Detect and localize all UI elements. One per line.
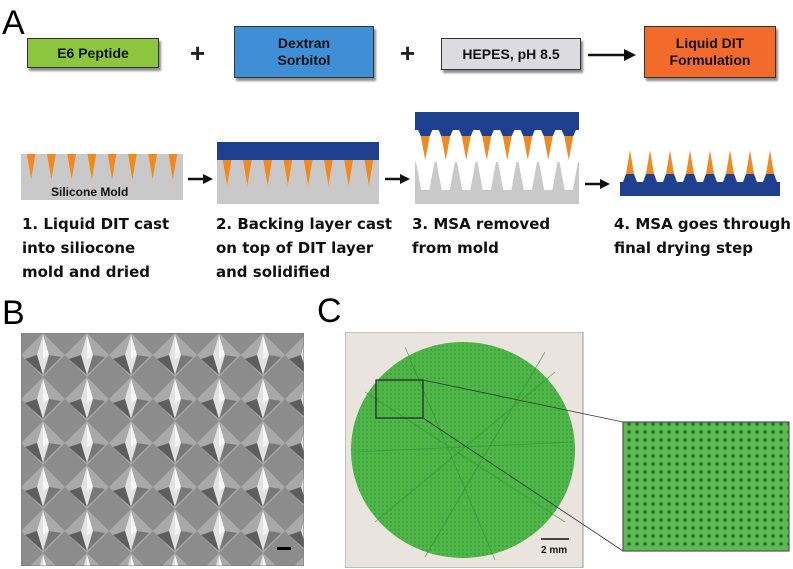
scale-bar: [277, 547, 291, 550]
dit-needle: [564, 136, 574, 160]
dit-needle: [420, 136, 430, 160]
dit-needle: [706, 150, 714, 174]
backing-pedestal: [418, 130, 433, 136]
dit-needle: [766, 150, 774, 174]
dit-needle: [626, 150, 634, 174]
arrow-icon: [385, 174, 410, 184]
silicone-mold: [21, 154, 183, 200]
dit-needle: [127, 154, 137, 180]
backing-layer: [620, 174, 780, 196]
step1-mold-illustration: Silicone Mold: [21, 154, 183, 200]
dit-needle: [46, 154, 56, 180]
arrow-icon: [588, 49, 636, 61]
plus-sign: +: [400, 38, 416, 68]
panel-label-a: A: [2, 4, 25, 42]
panel-label-c: C: [317, 292, 342, 330]
silicone-mold: [21, 154, 183, 200]
dit-needle: [461, 136, 471, 160]
silicone-mold: [217, 160, 379, 204]
arrow-icon: [188, 174, 213, 184]
dit-needle: [746, 150, 754, 174]
dit-needle: [67, 154, 77, 180]
liquid-dit-formulation-box: Liquid DIT Formulation: [644, 26, 776, 78]
dit-needle: [482, 136, 492, 160]
dit-needle: [87, 154, 97, 180]
dit-needle: [148, 154, 158, 180]
backing-pedestal: [438, 130, 453, 136]
dit-needle: [726, 150, 734, 174]
mold-label: Silicone Mold: [51, 185, 128, 199]
dit-needle: [441, 136, 451, 160]
dit-needle: [263, 160, 273, 186]
dit-needle: [344, 160, 354, 186]
step4-final-msa-illustration: [620, 150, 780, 196]
dit-needle: [323, 160, 333, 186]
dit-needle: [502, 136, 512, 160]
dit-needle: [26, 154, 36, 180]
stained-msa-photo: 2 mm: [345, 332, 790, 568]
dit-needle: [543, 136, 553, 160]
backing-pedestal: [561, 130, 576, 136]
dit-needle: [646, 150, 654, 174]
step3-caption: 3. MSA removed from mold: [412, 215, 551, 257]
dit-needle: [222, 160, 232, 186]
panel-label-b: B: [2, 294, 25, 332]
backing-pedestal: [541, 130, 556, 136]
sem-microneedle-image: [21, 333, 304, 566]
plus-sign: +: [190, 38, 206, 68]
zoom-region-box: [375, 379, 424, 419]
backing-layer: [217, 142, 379, 160]
dextran-sorbitol-box: Dextran Sorbitol: [234, 26, 374, 78]
scale-bar-label: 2 mm: [541, 545, 567, 556]
backing-layer: [415, 112, 579, 130]
green-msa-disc: [351, 342, 575, 558]
step4-caption: 4. MSA goes through final drying step: [614, 215, 791, 257]
backing-pedestal: [500, 130, 515, 136]
dit-needle: [686, 150, 694, 174]
step2-caption: 2. Backing layer cast on top of DIT laye…: [216, 215, 393, 281]
step1-caption: 1. Liquid DIT cast into siliocone mold a…: [22, 215, 170, 281]
e6-peptide-box: E6 Peptide: [27, 38, 159, 68]
dit-needle: [666, 150, 674, 174]
step3-removal-illustration: [415, 112, 579, 204]
dit-needle: [107, 154, 117, 180]
backing-pedestal: [520, 130, 535, 136]
backing-pedestal: [479, 130, 494, 136]
dit-needle: [303, 160, 313, 186]
dit-needle: [523, 136, 533, 160]
dit-needle: [242, 160, 252, 186]
step2-backing-illustration: [217, 142, 379, 204]
zoom-inset: [622, 421, 790, 552]
dit-needle: [364, 160, 374, 186]
dit-needle: [168, 154, 178, 180]
hepes-box: HEPES, pH 8.5: [441, 38, 581, 70]
arrow-icon: [585, 179, 610, 189]
dit-needle: [283, 160, 293, 186]
empty-silicone-mold: [415, 162, 579, 204]
backing-pedestal: [459, 130, 474, 136]
